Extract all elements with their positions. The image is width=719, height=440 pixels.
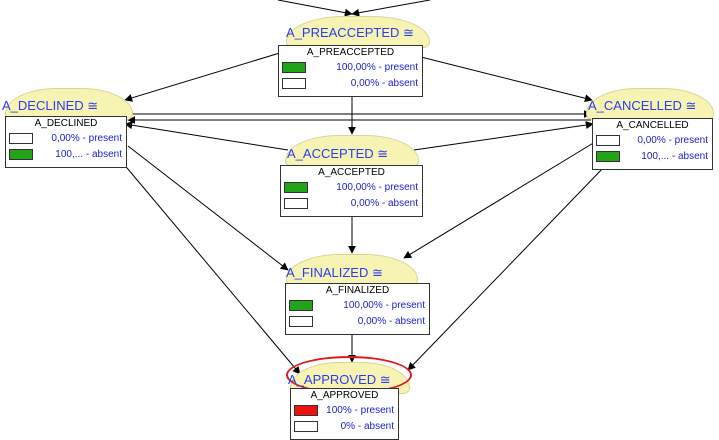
edge-cancelled-to-approved	[407, 165, 606, 371]
node-preaccepted-absent-swatch	[282, 78, 306, 89]
node-approved-present-swatch	[294, 405, 318, 416]
node-cancelled-present-value: 0,00% - present	[637, 135, 708, 146]
node-declined-box: A_DECLINED 0,00% - present 100,... - abs…	[5, 116, 127, 168]
node-approved-present-value: 100% - present	[326, 405, 394, 416]
node-declined-row-absent: 100,... - absent	[6, 147, 126, 163]
node-preaccepted-box: A_PREACCEPTED 100,00% - present 0,00% - …	[278, 45, 423, 97]
node-preaccepted-present-swatch	[282, 62, 306, 73]
node-approved-absent-swatch	[294, 421, 318, 432]
node-declined-present-value: 0,00% - present	[51, 133, 122, 144]
edge-incoming-right	[351, 0, 431, 17]
node-accepted-absent-value: 0,00% - absent	[350, 198, 418, 209]
node-accepted-row-present: 100,00% - present	[281, 180, 422, 196]
node-finalized-title[interactable]: A_FINALIZED ≅	[286, 265, 383, 280]
node-finalized-absent-value: 0,00% - absent	[357, 316, 425, 327]
node-cancelled-present-swatch	[596, 135, 620, 146]
node-cancelled-box: A_CANCELLED 0,00% - present 100,... - ab…	[592, 118, 713, 170]
node-finalized-present-swatch	[289, 300, 313, 311]
node-preaccepted-row-present: 100,00% - present	[279, 60, 422, 76]
node-approved-row-absent: 0% - absent	[291, 419, 398, 435]
node-cancelled-row-absent: 100,... - absent	[593, 149, 712, 165]
node-cancelled-shape	[586, 88, 714, 120]
node-approved-absent-value: 0% - absent	[340, 421, 394, 432]
node-preaccepted-title[interactable]: A_PREACCEPTED ≅	[286, 25, 414, 40]
edge-accepted-to-declined	[124, 121, 289, 151]
node-accepted-box-title: A_ACCEPTED	[318, 167, 385, 178]
node-declined-absent-swatch	[9, 149, 33, 160]
node-finalized-box-title: A_FINALIZED	[325, 285, 390, 296]
edge-declined-to-approved	[121, 161, 301, 375]
node-accepted-row-absent: 0,00% - absent	[281, 196, 422, 212]
edge-preaccepted-to-declined	[124, 51, 284, 102]
node-cancelled-absent-value: 100,... - absent	[641, 151, 708, 162]
node-preaccepted-box-title: A_PREACCEPTED	[306, 47, 395, 58]
node-declined-row-present: 0,00% - present	[6, 131, 126, 147]
node-preaccepted-absent-value: 0,00% - absent	[350, 78, 418, 89]
node-approved-box-title: A_APPROVED	[310, 390, 379, 401]
node-declined-title[interactable]: A_DECLINED ≅	[2, 98, 99, 113]
node-finalized-box: A_FINALIZED 100,00% - present 0,00% - ab…	[285, 283, 430, 335]
node-preaccepted-present-value: 100,00% - present	[336, 62, 418, 73]
node-finalized-absent-swatch	[289, 316, 313, 327]
node-approved-row-present: 100% - present	[291, 403, 398, 419]
node-declined-box-title: A_DECLINED	[34, 118, 98, 129]
edge-accepted-to-cancelled	[413, 121, 594, 151]
edge-cancelled-to-finalized	[403, 141, 596, 259]
node-finalized-shape	[286, 254, 418, 286]
node-finalized-present-value: 100,00% - present	[343, 300, 425, 311]
node-cancelled-title[interactable]: A_CANCELLED ≅	[588, 98, 697, 113]
node-accepted-present-value: 100,00% - present	[336, 182, 418, 193]
edge-incoming-left	[277, 0, 353, 17]
node-approved-box: A_APPROVED 100% - present 0% - absent	[290, 388, 399, 440]
edge-declined-to-finalized	[127, 145, 289, 271]
node-finalized-row-present: 100,00% - present	[286, 298, 429, 314]
node-approved-title[interactable]: A_APPROVED ≅	[288, 372, 391, 387]
node-declined-present-swatch	[9, 133, 33, 144]
node-preaccepted-row-absent: 0,00% - absent	[279, 76, 422, 92]
node-cancelled-row-present: 0,00% - present	[593, 133, 712, 149]
node-finalized-row-absent: 0,00% - absent	[286, 314, 429, 330]
node-cancelled-box-title: A_CANCELLED	[616, 120, 689, 131]
node-accepted-box: A_ACCEPTED 100,00% - present 0,00% - abs…	[280, 165, 423, 217]
node-accepted-present-swatch	[284, 182, 308, 193]
edge-preaccepted-to-cancelled	[420, 56, 593, 103]
node-accepted-title[interactable]: A_ACCEPTED ≅	[287, 146, 389, 161]
node-cancelled-absent-swatch	[596, 151, 620, 162]
node-declined-absent-value: 100,... - absent	[55, 149, 122, 160]
node-accepted-absent-swatch	[284, 198, 308, 209]
